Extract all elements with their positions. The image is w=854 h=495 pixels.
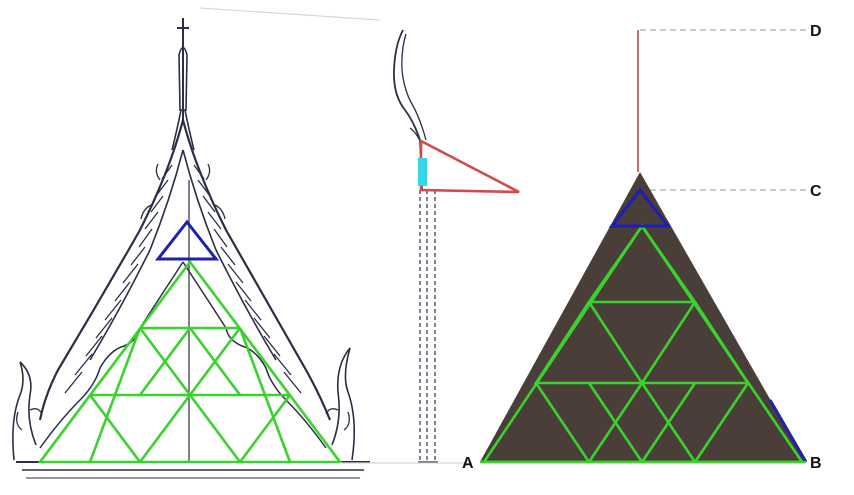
gable-sketch — [12, 18, 370, 479]
label-b: B — [810, 455, 822, 472]
label-a: A — [462, 455, 474, 472]
sketch-green-grid — [37, 259, 343, 464]
sketch-blue-triangle — [154, 219, 220, 261]
label-d: D — [810, 23, 822, 40]
proportion-triangle — [480, 29, 808, 464]
top-guide-line — [199, 7, 381, 21]
cyan-bar — [418, 158, 427, 186]
label-c: C — [810, 183, 822, 200]
red-triangle — [419, 138, 520, 194]
section-profile — [393, 29, 438, 463]
